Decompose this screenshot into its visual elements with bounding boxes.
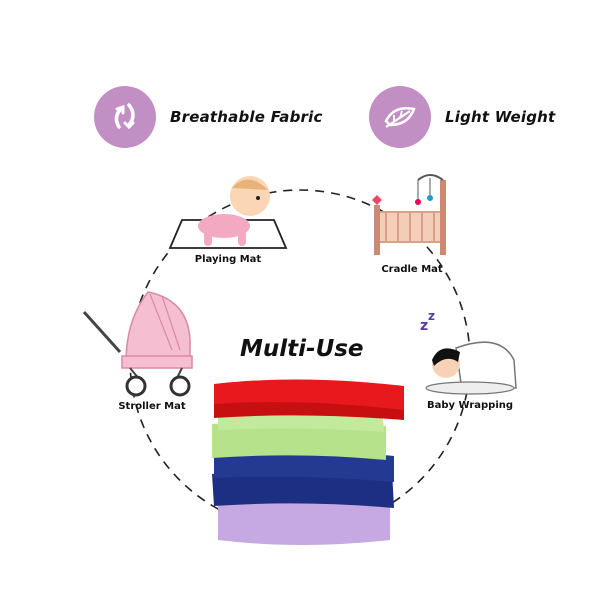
page-title: Multi-Use — [240, 336, 364, 362]
airflow-icon — [94, 86, 156, 148]
crib-icon — [372, 174, 446, 255]
fabric-green-lower — [212, 421, 386, 460]
svg-text:z: z — [420, 318, 428, 334]
fabric-lavender — [218, 499, 390, 545]
feature-label: Light Weight — [445, 108, 556, 126]
feature-light-weight: Light Weight — [369, 86, 555, 148]
feather-icon — [369, 86, 431, 148]
crawling-baby-icon — [168, 176, 288, 249]
use-label-baby-wrapping: Baby Wrapping — [426, 400, 514, 411]
use-label-cradle-mat: Cradle Mat — [381, 264, 443, 275]
fabric-stack — [212, 379, 404, 545]
stroller-icon — [82, 291, 193, 397]
use-label-playing-mat: Playing Mat — [194, 254, 262, 265]
feature-label: Breathable Fabric — [170, 108, 323, 126]
feature-breathable-fabric: Breathable Fabric — [94, 86, 323, 148]
sleeping-baby-icon: z z — [420, 309, 517, 395]
svg-text:z: z — [428, 309, 435, 323]
fabric-navy-upper — [214, 449, 394, 482]
use-label-stroller-mat: Stroller Mat — [118, 401, 186, 412]
